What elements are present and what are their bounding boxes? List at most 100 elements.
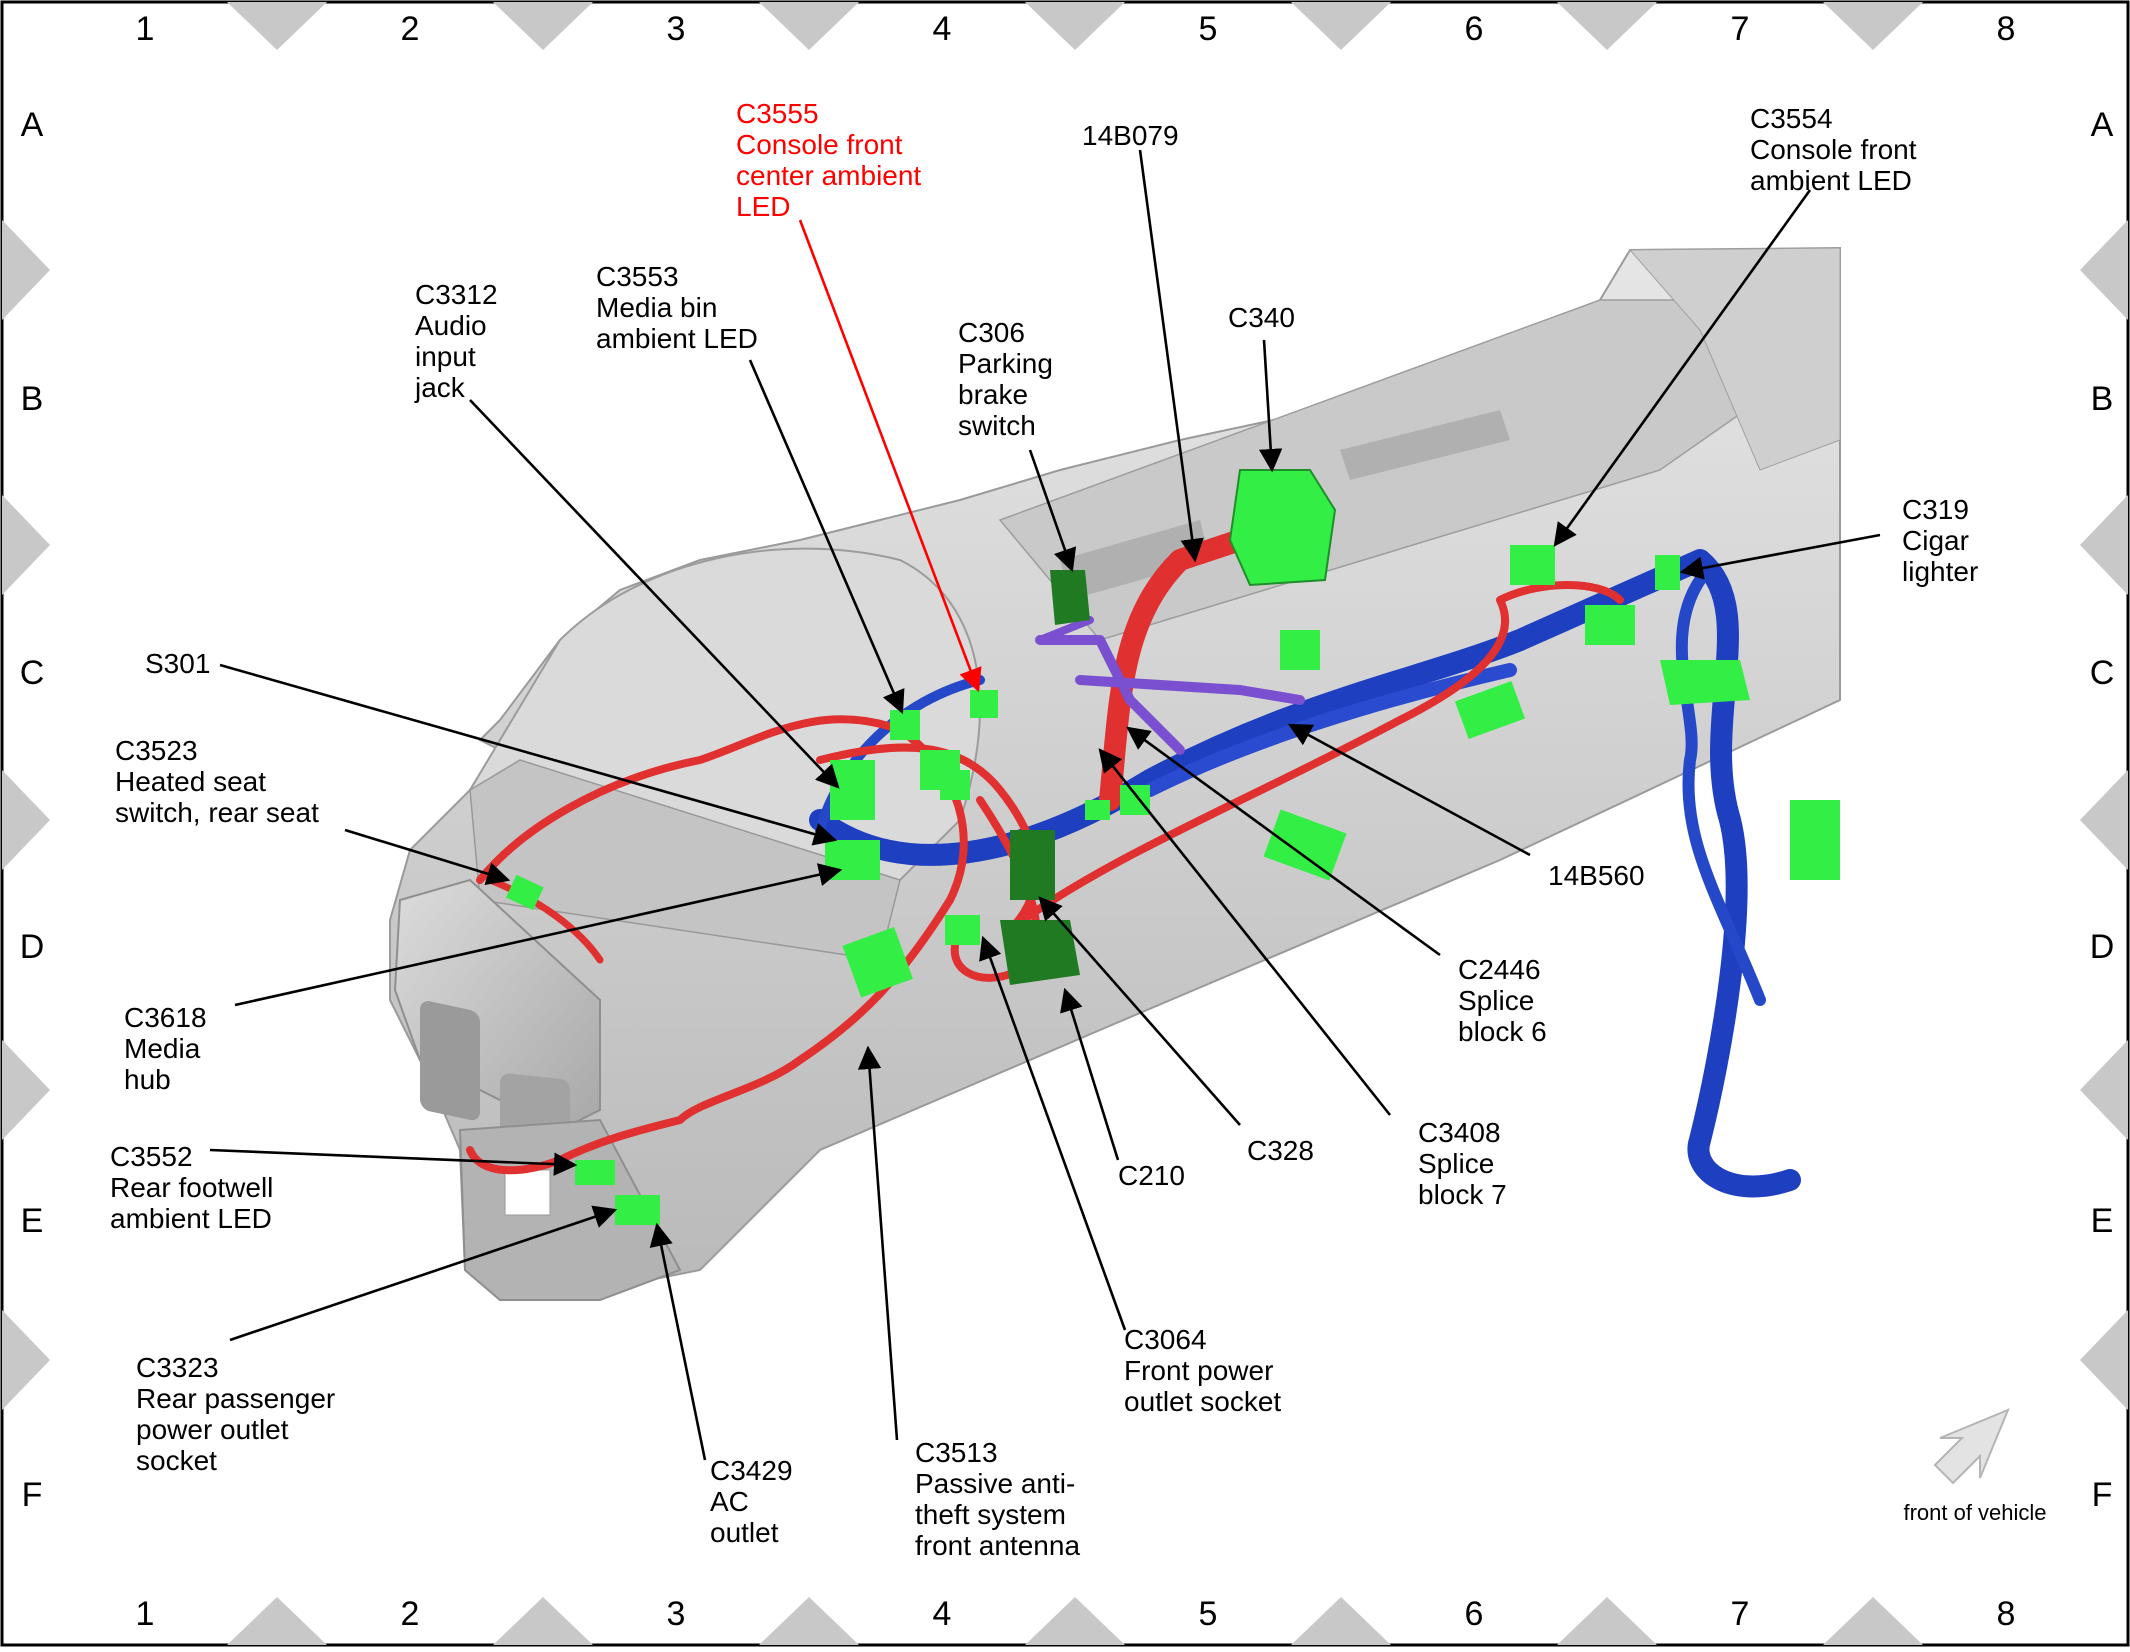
callout-c2446-line-0: C2446 <box>1458 954 1541 985</box>
callout-c306-line-2: brake <box>958 379 1028 410</box>
callout-c3552-line-0: C3552 <box>110 1141 193 1172</box>
grid-row-A-left: A <box>21 106 44 144</box>
callout-c210: C210 <box>1118 1160 1185 1191</box>
callout-c3408-line-0: C3408 <box>1418 1117 1501 1148</box>
callout-c3323-line-2: power outlet <box>136 1414 289 1445</box>
callout-c3513-line-1: Passive anti- <box>915 1468 1075 1499</box>
connector-c3552 <box>575 1160 615 1185</box>
callout-c306-line-0: C306 <box>958 317 1025 348</box>
grid-column-8-bottom: 8 <box>1997 1595 2016 1633</box>
callout-c3323-line-3: socket <box>136 1445 217 1476</box>
callout-c3513-line-0: C3513 <box>915 1437 998 1468</box>
callout-c3554-line-1: Console front <box>1750 134 1917 165</box>
callout-c2446-line-2: block 6 <box>1458 1016 1547 1047</box>
callout-c3408-line-1: Splice <box>1418 1148 1494 1179</box>
callout-c306-line-1: Parking <box>958 348 1053 379</box>
connector-c3429 <box>615 1195 660 1225</box>
callout-c3064-line-0: C3064 <box>1124 1324 1207 1355</box>
callout-c340: C340 <box>1228 302 1295 333</box>
callout-c3553-line-1: Media bin <box>596 292 717 323</box>
callout-14b079-line-0: 14B079 <box>1082 120 1179 151</box>
grid-column-4-bottom: 4 <box>933 1595 952 1633</box>
harness-blue <box>809 549 1801 1198</box>
callout-c3523-line-2: switch, rear seat <box>115 797 319 828</box>
front-of-vehicle-label: front of vehicle <box>1903 1500 2046 1525</box>
callout-c3552-line-1: Rear footwell <box>110 1172 273 1203</box>
grid-row-C-left: C <box>20 654 45 692</box>
grid-row-E-left: E <box>21 1202 44 1240</box>
callout-c3064-line-2: outlet socket <box>1124 1386 1281 1417</box>
callout-c319-line-1: Cigar <box>1902 525 1969 556</box>
grid-row-D-right: D <box>2090 928 2115 966</box>
connector-c3555 <box>970 690 998 718</box>
grid-column-3-bottom: 3 <box>667 1595 686 1633</box>
grid-row-F-right: F <box>2092 1476 2113 1514</box>
grid-row-B-right: B <box>2091 380 2114 418</box>
connector-c328 <box>1010 830 1055 900</box>
callout-c3312-line-2: input <box>415 341 476 372</box>
grid-column-6-top: 6 <box>1465 10 1484 48</box>
callout-c3408-line-2: block 7 <box>1418 1179 1507 1210</box>
grid-row-F-left: F <box>22 1476 43 1514</box>
callout-c3553-line-2: ambient LED <box>596 323 758 354</box>
grid-column-2-bottom: 2 <box>401 1595 420 1633</box>
callout-c3555-line-0: C3555 <box>736 98 819 129</box>
wire-harnesses <box>466 529 1801 1198</box>
grid-row-B-left: B <box>21 380 44 418</box>
callout-s301: S301 <box>145 648 210 679</box>
grid-row-E-right: E <box>2091 1202 2114 1240</box>
callout-c2446-line-1: Splice <box>1458 985 1534 1016</box>
callout-c3555-line-1: Console front <box>736 129 903 160</box>
callout-c3312-line-0: C3312 <box>415 279 498 310</box>
harness-red <box>466 715 968 1175</box>
callout-14b079: 14B079 <box>1082 120 1179 151</box>
callout-s301-line-0: S301 <box>145 648 210 679</box>
grid-column-8-top: 8 <box>1997 10 2016 48</box>
grid-column-6-bottom: 6 <box>1465 1595 1484 1633</box>
callout-c3618-line-0: C3618 <box>124 1002 207 1033</box>
callout-c3323-line-0: C3323 <box>136 1352 219 1383</box>
grid-column-1-bottom: 1 <box>136 1595 155 1633</box>
callout-c3523-line-1: Heated seat <box>115 766 266 797</box>
callout-c3555-line-2: center ambient <box>736 160 921 191</box>
grid-column-3-top: 3 <box>667 10 686 48</box>
connector-c3553 <box>890 710 920 740</box>
connector-c3554 <box>1510 545 1555 585</box>
callout-c3513-line-3: front antenna <box>915 1530 1080 1561</box>
callout-c3523-line-0: C3523 <box>115 735 198 766</box>
callout-c3429-line-2: outlet <box>710 1517 779 1548</box>
connector-c210 <box>1000 920 1080 985</box>
leader-lines <box>209 149 1881 1461</box>
connector-c3523 <box>505 874 544 911</box>
connectors <box>505 469 1840 1225</box>
callout-14b560: 14B560 <box>1548 860 1645 891</box>
callout-c3555-line-3: LED <box>736 191 790 222</box>
callout-c3552-line-2: ambient LED <box>110 1203 272 1234</box>
callout-c319-line-2: lighter <box>1902 556 1978 587</box>
grid-column-5-bottom: 5 <box>1199 1595 1218 1633</box>
callout-c3064-line-1: Front power <box>1124 1355 1273 1386</box>
front-of-vehicle-arrow-icon <box>1933 1408 2010 1485</box>
grid-column-4-top: 4 <box>933 10 952 48</box>
callout-14b560-line-0: 14B560 <box>1548 860 1645 891</box>
callout-c3553-line-0: C3553 <box>596 261 679 292</box>
callout-c3618-line-2: hub <box>124 1064 171 1095</box>
